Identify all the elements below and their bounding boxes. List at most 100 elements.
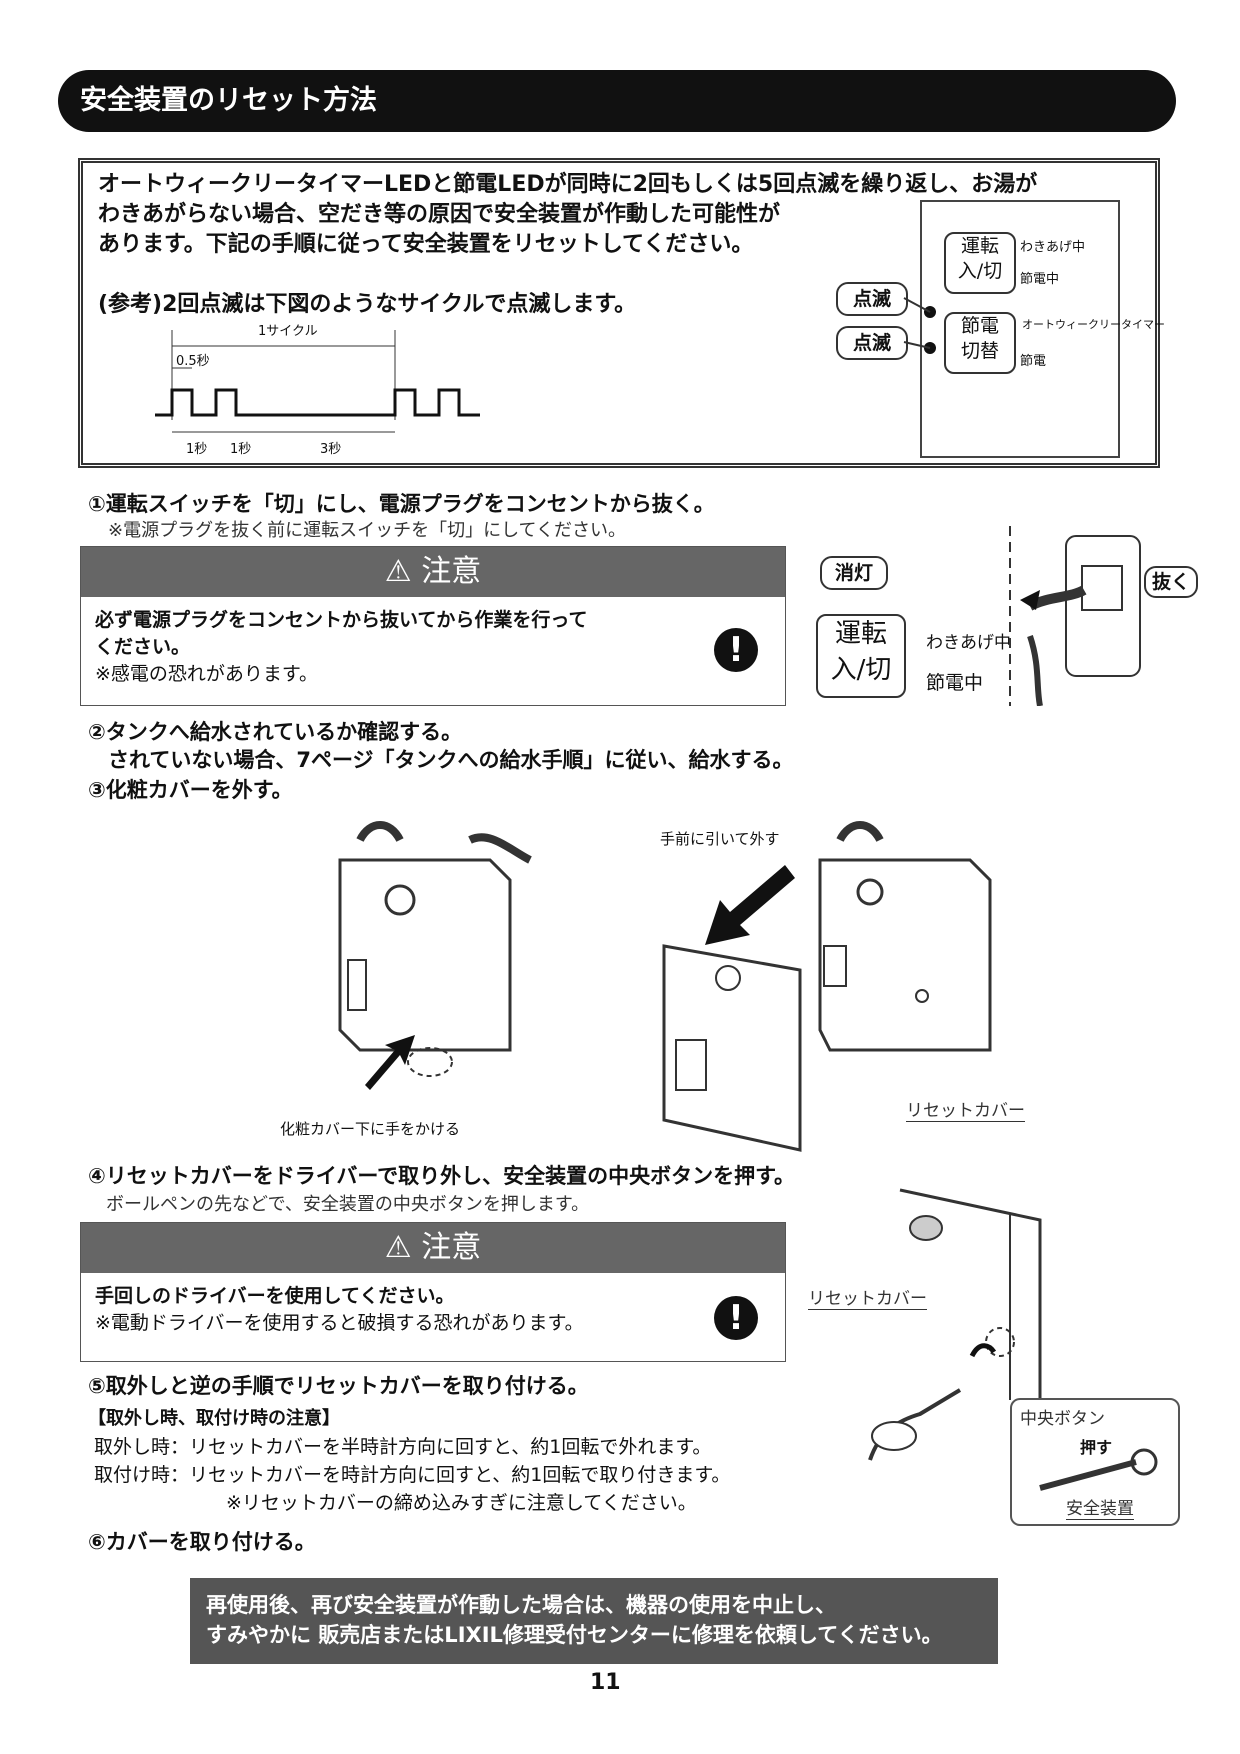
label-reset-cover: リセットカバー <box>906 1096 1025 1122</box>
cover-illustration <box>662 944 802 1152</box>
pulse-waveform <box>155 388 480 417</box>
step-5-title: ⑤取外しと逆の手順でリセットカバーを取り付ける。 <box>88 1374 589 1398</box>
caution-title: 注意 <box>421 554 482 589</box>
step-3-title: ③化粧カバーを外す。 <box>88 778 293 802</box>
button-label: 入/切 <box>830 655 892 685</box>
caution-box-1: ⚠ 注意 必ず電源プラグをコンセントから抜いてから作業を行って ください。 ※感… <box>80 546 786 706</box>
arrow-shape <box>705 865 795 945</box>
label-center-button: 中央ボタン <box>1020 1409 1105 1429</box>
caution-header: ⚠ 注意 <box>81 547 785 597</box>
step-2-line-2: されていない場合、7ページ「タンクへの給水手順」に従い、給水する。 <box>108 748 794 772</box>
heater-knob <box>384 884 416 916</box>
unten-button-large: 運転 入/切 <box>816 614 906 698</box>
heater-knob <box>856 878 884 906</box>
outlet-illustration <box>1009 526 1141 706</box>
final-notice-line: すみやかに 販売店またはLIXIL修理受付センターに修理を依頼してください。 <box>206 1623 943 1647</box>
heater-edge <box>899 1188 1042 1400</box>
intro-reference: (参考)2回点滅は下図のようなサイクルで点滅します。 <box>98 292 637 317</box>
warning-triangle-icon: ⚠ <box>384 1230 422 1265</box>
caution-text: 手回しのドライバーを使用してください。 <box>95 1285 455 1307</box>
led-label-setsuden-2: 節電中 <box>926 672 984 694</box>
caution-text: ※電動ドライバーを使用すると破損する恐れがあります。 <box>95 1312 584 1334</box>
label-safety-device: 安全装置 <box>1066 1494 1134 1520</box>
heater-pipe <box>356 821 404 843</box>
led-label-setsuden: 節電 <box>1020 354 1047 369</box>
heater-pipe <box>468 833 532 864</box>
blink-leader-lines <box>903 297 931 349</box>
step-1-note: ※電源プラグを抜く前に運転スイッチを「切」にしてください。 <box>108 520 626 541</box>
label-3s: 3秒 <box>320 442 342 457</box>
rotate-arrow-icon <box>969 1343 997 1358</box>
step-5-warning: ※リセットカバーの締め込みすぎに注意してください。 <box>226 1492 697 1514</box>
control-panel <box>920 200 1120 458</box>
heater-body <box>338 858 512 1052</box>
button-label: 運転 <box>834 619 887 649</box>
step-1-title: ①運転スイッチを「切」にし、電源プラグをコンセントから抜く。 <box>88 492 715 516</box>
led-label-wakiage: わきあげ中 <box>1020 240 1086 255</box>
heater-body <box>818 858 992 1052</box>
caution-body: 手回しのドライバーを使用してください。 ※電動ドライバーを使用すると破損する恐れ… <box>81 1273 785 1347</box>
led-label-wakiage-2: わきあげ中 <box>926 633 1011 653</box>
final-notice-line: 再使用後、再び安全装置が作動した場合は、機器の使用を中止し、 <box>206 1593 836 1617</box>
center-button-closeup <box>1010 1398 1180 1526</box>
label-cycle: 1サイクル <box>258 324 318 339</box>
step-5-attach: 取付け時：リセットカバーを時計方向に回すと、約1回転で取り付きます。 <box>94 1464 731 1486</box>
step-5-remove: 取外し時：リセットカバーを半時計方向に回すと、約1回転で外れます。 <box>94 1436 712 1458</box>
exclamation-icon: ! <box>714 628 758 672</box>
pen-shape <box>1039 1459 1137 1491</box>
caution-text: ※感電の恐れがあります。 <box>95 663 319 685</box>
intro-box <box>78 158 1160 468</box>
button-label: 節電 <box>960 315 999 337</box>
pull-arrow-icon <box>1020 590 1040 610</box>
warning-triangle-icon: ⚠ <box>384 554 422 589</box>
label-pull-forward: 手前に引いて外す <box>660 830 780 848</box>
intro-line-3: あります。下記の手順に従って安全装置をリセットしてください。 <box>98 232 754 257</box>
outlet-socket <box>1081 565 1123 611</box>
exclamation-icon: ! <box>714 1296 758 1340</box>
heater-panel <box>347 959 367 1011</box>
label-1s-b: 1秒 <box>230 442 252 457</box>
label-push: 押す <box>1080 1438 1113 1457</box>
tag-blink-2: 点滅 <box>836 326 908 360</box>
setsuden-button-illustration: 節電 切替 <box>944 312 1016 374</box>
step-4-title: ④リセットカバーをドライバーで取り外し、安全装置の中央ボタンを押す。 <box>88 1164 795 1188</box>
final-notice: 再使用後、再び安全装置が作動した場合は、機器の使用を中止し、 すみやかに 販売店… <box>190 1578 998 1664</box>
step-4-note: ボールペンの先などで、安全装置の中央ボタンを押します。 <box>106 1194 590 1215</box>
button-label: 入/切 <box>957 260 1003 282</box>
caution-body: 必ず電源プラグをコンセントから抜いてから作業を行って ください。 ※感電の恐れが… <box>81 597 785 698</box>
step-5-heading: 【取外し時、取付け時の注意】 <box>88 1408 340 1429</box>
step-6-title: ⑥カバーを取り付ける。 <box>88 1530 316 1554</box>
heater-pipe <box>836 821 884 843</box>
page-number: 11 <box>590 1670 621 1695</box>
heater-panel <box>823 945 847 987</box>
blink-timing-diagram <box>155 330 480 433</box>
step-2-line-1: ②タンクへ給水されているか確認する。 <box>88 720 463 744</box>
knob-shape <box>909 1215 943 1241</box>
heater-without-cover-illustration <box>818 821 992 1052</box>
caution-header: ⚠ 注意 <box>81 1223 785 1273</box>
label-hand-under-cover: 化粧カバー下に手をかける <box>280 1120 461 1138</box>
led-label-setsuden-naka: 節電中 <box>1020 272 1060 287</box>
intro-line-1: オートウィークリータイマーLEDと節電LEDが同時に2回もしくは5回点滅を繰り返… <box>98 172 1038 197</box>
safety-device-shape <box>1130 1448 1158 1476</box>
caution-text: ください。 <box>95 636 191 658</box>
hand-arrow-icon <box>365 1035 415 1090</box>
unten-button-illustration: 運転 入/切 <box>944 232 1016 294</box>
cover-hole <box>715 965 741 991</box>
leader-line <box>903 297 931 313</box>
label-half-second: 0.5秒 <box>176 354 210 369</box>
reset-cover-closeup-illustration <box>899 1188 1042 1400</box>
pull-forward-arrow-icon <box>705 865 795 945</box>
cover-window <box>675 1039 707 1091</box>
button-label: 運転 <box>960 235 999 257</box>
reset-cover-marker <box>915 989 929 1003</box>
arrow-shape <box>365 1035 415 1090</box>
tag-blink-1: 点滅 <box>836 282 908 316</box>
caution-title: 注意 <box>421 1230 482 1265</box>
caution-box-2: ⚠ 注意 手回しのドライバーを使用してください。 ※電動ドライバーを使用すると破… <box>80 1222 786 1362</box>
label-1s-a: 1秒 <box>186 442 208 457</box>
button-label: 切替 <box>960 340 999 362</box>
hand-shape <box>871 1421 917 1451</box>
water-heater-illustration <box>338 821 532 1077</box>
led-label-auto: オートウィークリータイマー <box>1022 318 1165 331</box>
